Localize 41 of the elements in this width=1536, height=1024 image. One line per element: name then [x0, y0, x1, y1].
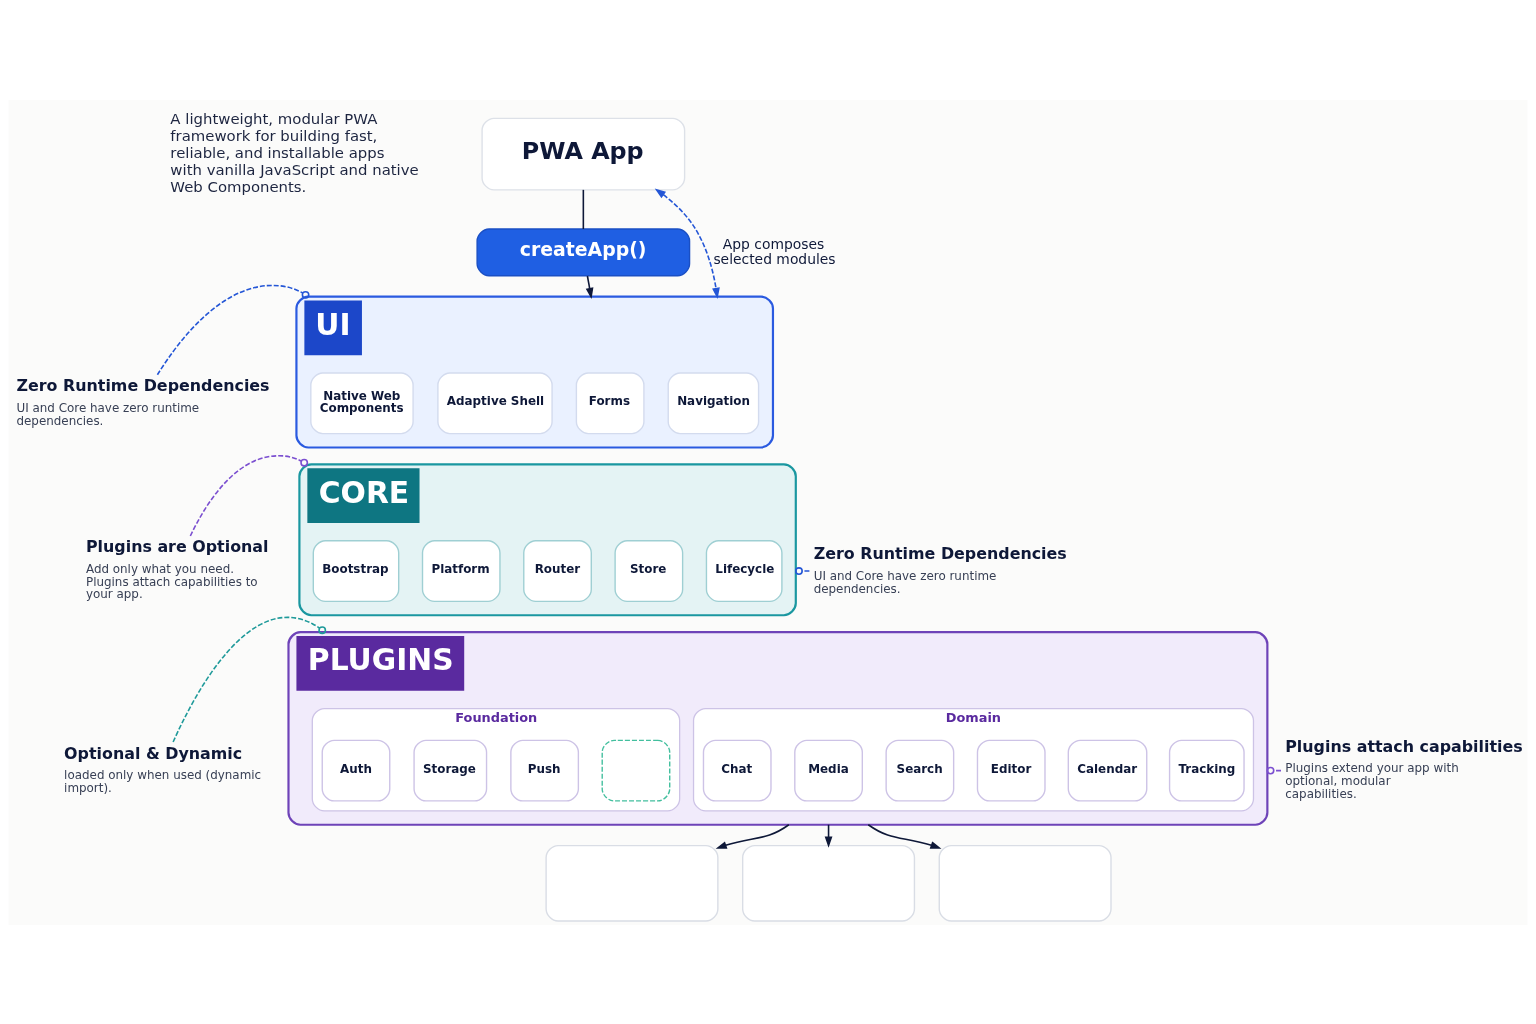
arrow: [654, 187, 720, 299]
node-text: Plugins attach capabilities Plugins extend your app with optional, modular capabilities.: [1285, 736, 1523, 801]
node-text: Zero Runtime Dependencies UI and Core have zero runtime dependencies.: [16, 375, 270, 428]
node-box: Lifecycle: [705, 539, 783, 602]
node-box: Platform: [421, 539, 501, 602]
node-box: Editor: [976, 739, 1046, 802]
connector: [795, 566, 811, 575]
connector: [189, 454, 309, 537]
arrow: [867, 823, 942, 849]
node-box: PWA App: [481, 117, 686, 191]
node-text: Zero Runtime Dependencies UI and Core have zero runtime dependencies.: [813, 543, 1067, 596]
node-box: Search: [885, 739, 955, 802]
arrow: [715, 823, 790, 849]
node-box: [742, 844, 916, 922]
arrow: [585, 274, 594, 299]
connector: [172, 616, 327, 743]
node-box: Router: [523, 539, 592, 602]
node-box: Adaptive Shell: [437, 371, 553, 434]
node-box: Forms: [575, 371, 645, 434]
node-box: [545, 844, 719, 922]
node-text: Plugins are Optional Add only what you need. Plugins attach capabilities to your app.: [85, 536, 269, 601]
connector: [156, 284, 310, 376]
node-text: Optional & Dynamic loaded only when used (dynamic import).: [64, 743, 262, 795]
node-box: Auth: [321, 739, 391, 802]
connector: [582, 188, 585, 230]
node-box: Chat: [702, 739, 772, 802]
node-box: Storage: [413, 739, 488, 802]
node-box: Tracking: [1168, 739, 1245, 802]
node-box: Store: [614, 539, 684, 602]
node-box: Navigation: [667, 371, 760, 434]
edge-label: App composes selected modules: [713, 235, 836, 267]
node-box: Push: [510, 739, 580, 802]
node-box: Bootstrap: [312, 539, 400, 602]
node-box: [938, 844, 1112, 922]
node-box: createApp(): [476, 227, 691, 276]
node-box: [601, 739, 671, 802]
label: A lightweight, modular PWA framework for building fast, reliable, and installable apps with vanilla JavaScript and native Web Components.: [170, 109, 419, 196]
connector: [1266, 766, 1282, 775]
node-box: Calendar: [1067, 739, 1148, 802]
node-box: Media: [794, 739, 863, 802]
node-box: Native Web Components: [310, 371, 414, 434]
